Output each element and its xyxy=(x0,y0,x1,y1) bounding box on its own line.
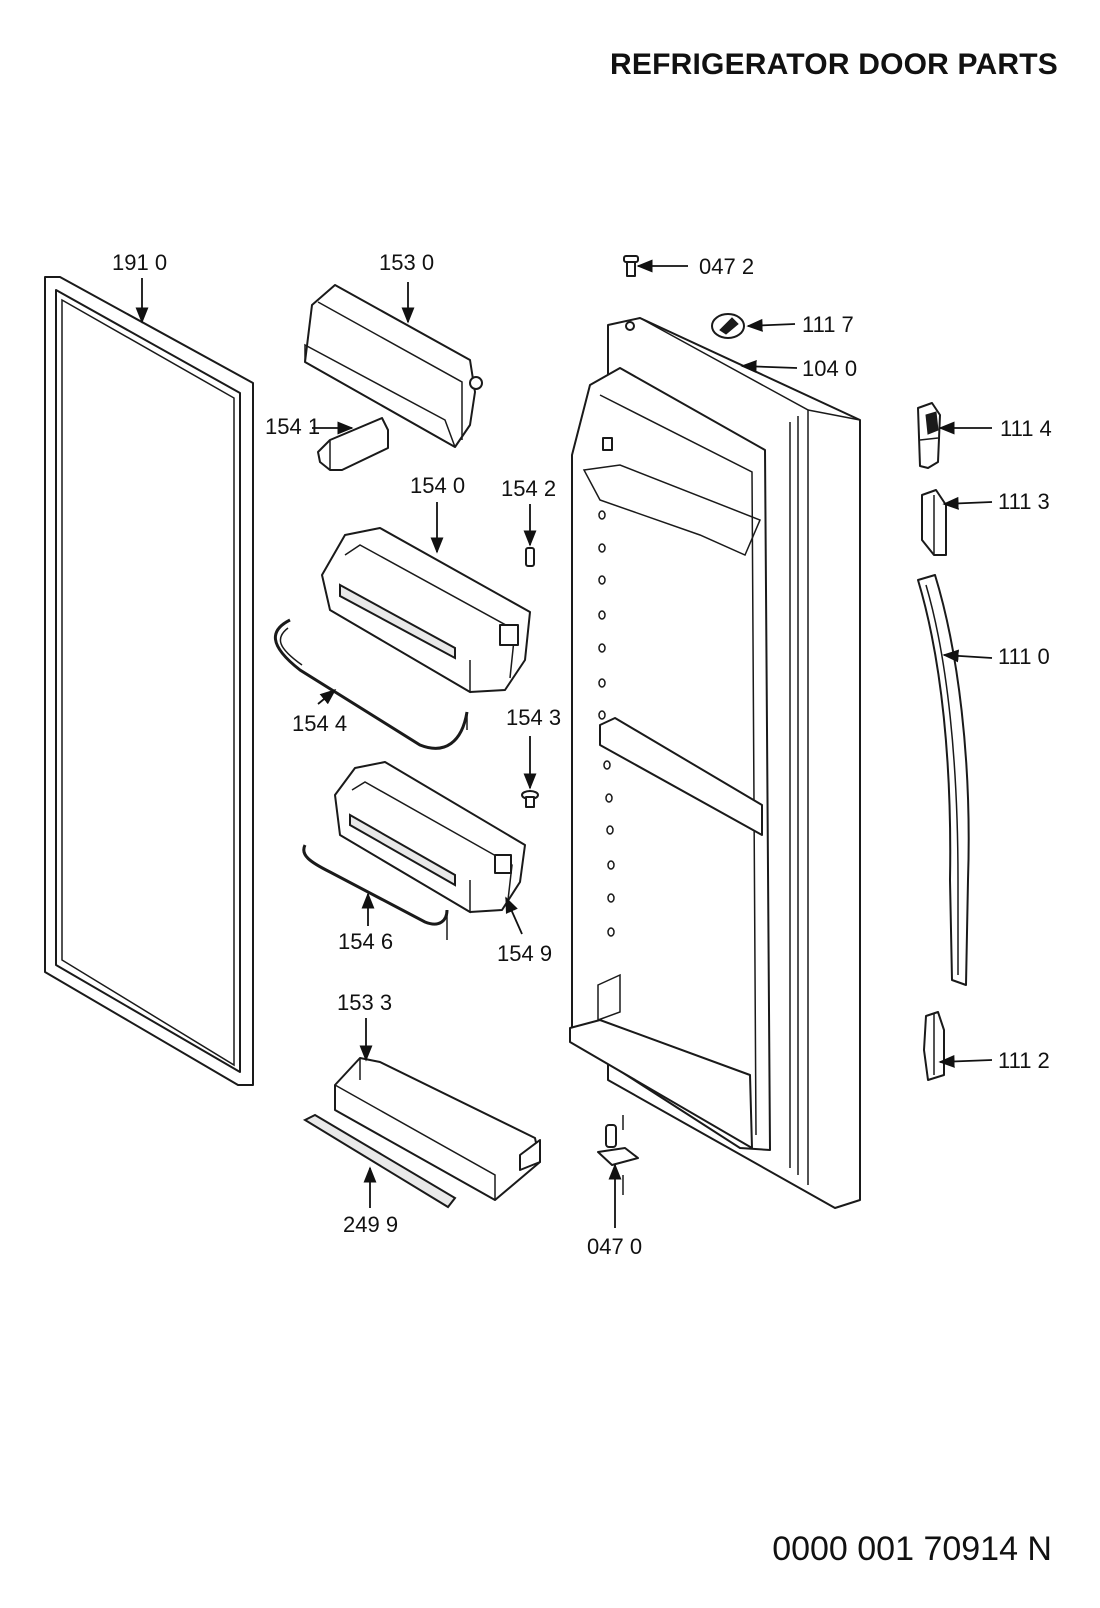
label-191-0: 191 0 xyxy=(112,250,167,275)
label-154-0: 154 0 xyxy=(410,473,465,498)
plug-part xyxy=(623,255,639,277)
label-104-0: 104 0 xyxy=(802,356,857,381)
label-111-7: 111 7 xyxy=(802,312,854,337)
pin-part xyxy=(525,547,535,567)
badge-part xyxy=(711,313,745,339)
label-154-9: 154 9 xyxy=(497,941,552,966)
upper-door-bin-part xyxy=(321,527,531,694)
label-249-9: 249 9 xyxy=(343,1212,398,1237)
label-154-1: 154 1 xyxy=(265,414,320,439)
label-154-3: 154 3 xyxy=(506,705,561,730)
label-111-2: 111 2 xyxy=(998,1048,1050,1073)
label-111-3: 111 3 xyxy=(998,489,1050,514)
leader-lines xyxy=(135,259,993,1228)
dairy-compartment-part xyxy=(304,284,483,448)
label-154-4: 154 4 xyxy=(292,711,347,736)
label-154-2: 154 2 xyxy=(501,476,556,501)
label-111-4: 111 4 xyxy=(1000,416,1052,441)
label-154-6: 154 6 xyxy=(338,929,393,954)
trim-strip-part xyxy=(302,1113,457,1209)
door-gasket-part xyxy=(44,276,254,1086)
bottom-shelf-part xyxy=(334,1057,541,1201)
lower-wire-rail-part xyxy=(302,844,449,940)
door-handle-part xyxy=(917,574,970,986)
callout-labels: 191 0 153 0 047 2 111 7 104 0 154 1 111 … xyxy=(112,250,1052,1259)
hinge-pin-part xyxy=(597,1115,639,1195)
handle-clip-part xyxy=(921,489,947,556)
label-111-0: 111 0 xyxy=(998,644,1050,669)
screw-part xyxy=(521,790,539,808)
handle-top-cap-part xyxy=(917,402,941,469)
label-153-3: 153 3 xyxy=(337,990,392,1015)
label-047-2: 047 2 xyxy=(699,254,754,279)
document-number: 0000 001 70914 N xyxy=(772,1530,1052,1568)
diagram-title: REFRIGERATOR DOOR PARTS xyxy=(610,48,1058,81)
label-153-0: 153 0 xyxy=(379,250,434,275)
lower-door-bin-part xyxy=(334,761,526,914)
shelf-clip-part xyxy=(317,417,389,471)
door-assembly-part xyxy=(569,317,861,1209)
handle-bottom-cap-part xyxy=(923,1011,945,1081)
label-047-0: 047 0 xyxy=(587,1234,642,1259)
upper-wire-rail-part xyxy=(273,618,469,750)
